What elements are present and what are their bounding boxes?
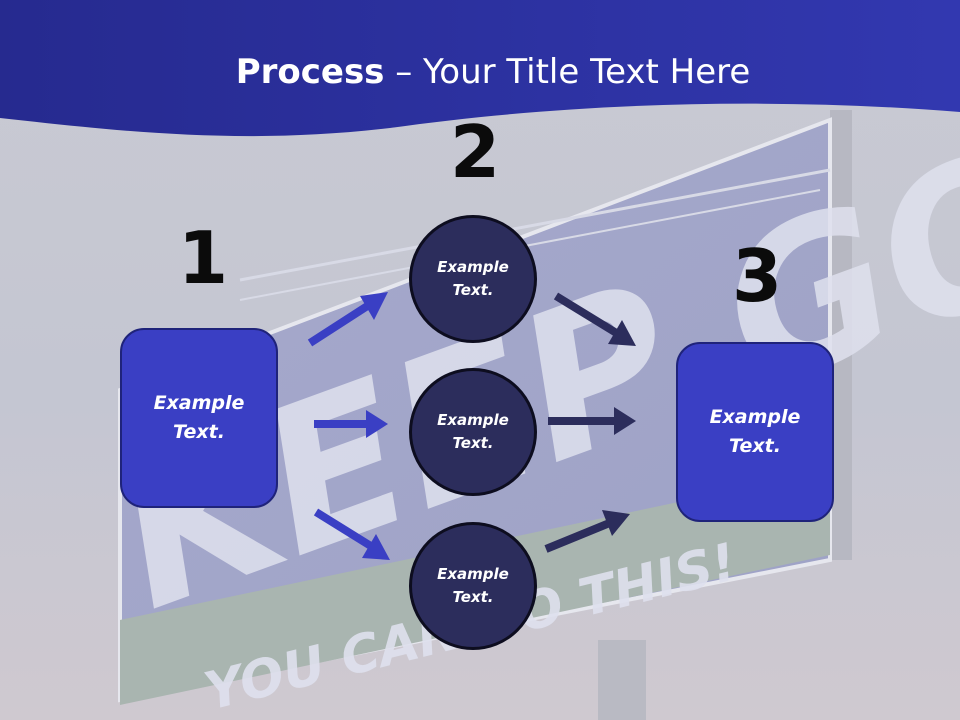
- arrow-1-to-top: [307, 292, 388, 347]
- page-title: Process – Your Title Text Here: [0, 52, 960, 92]
- step-2-circle-top: Example Text.: [409, 215, 537, 343]
- arrow-middle-to-3: [548, 407, 636, 435]
- arrows: [307, 292, 636, 560]
- arrow-top-to-3: [553, 292, 636, 346]
- title-banner: [0, 0, 960, 137]
- step-2-circle-middle: Example Text.: [409, 368, 537, 496]
- title-bold: Process: [235, 52, 385, 92]
- arrow-1-to-bottom: [313, 508, 390, 560]
- step-number-1: 1: [178, 216, 229, 300]
- step-1-box: Example Text.: [120, 328, 278, 508]
- circle-top-text: Example Text.: [437, 258, 509, 299]
- step-number-3: 3: [732, 234, 783, 318]
- step-number-2: 2: [450, 110, 501, 194]
- circle-bottom-text: Example Text.: [437, 565, 509, 606]
- title-rest: – Your Title Text Here: [384, 52, 751, 92]
- arrow-bottom-to-3: [544, 510, 630, 553]
- step-1-text: Example Text.: [153, 392, 245, 443]
- arrow-1-to-middle: [314, 410, 388, 438]
- step-2-circle-bottom: Example Text.: [409, 522, 537, 650]
- step-3-text: Example Text.: [709, 406, 801, 457]
- circle-middle-text: Example Text.: [437, 411, 509, 452]
- step-3-box: Example Text.: [676, 342, 834, 522]
